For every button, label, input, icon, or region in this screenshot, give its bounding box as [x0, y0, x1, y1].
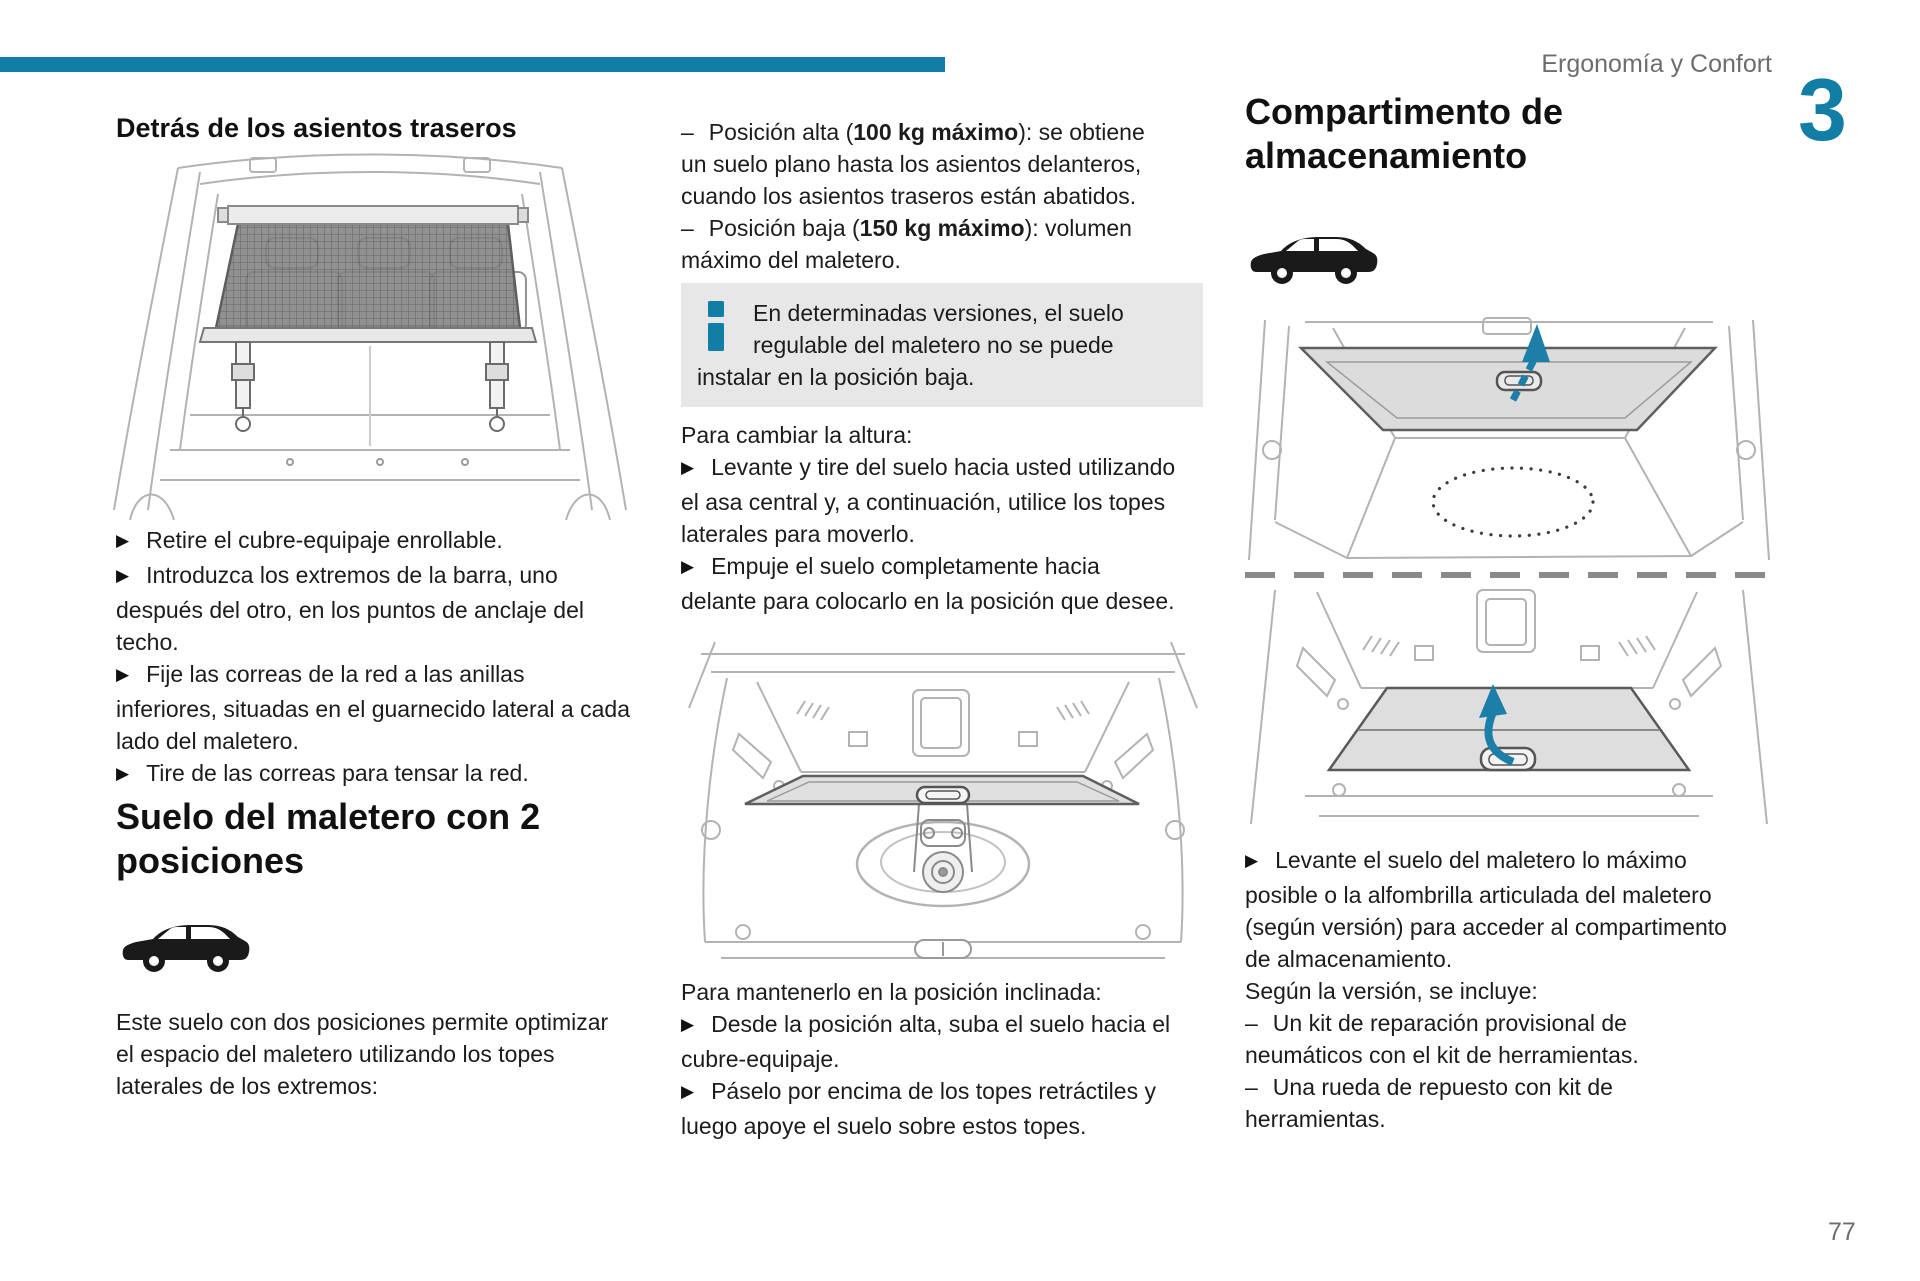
list-item: –Un kit de reparación provisional de neu… [1245, 1007, 1750, 1071]
storage-access-steps: ▶Levante el suelo del maletero lo máximo… [1245, 844, 1750, 1135]
car-suv-icon [1250, 237, 1378, 284]
list-item: –Posición baja (150 kg máximo): volumen … [681, 212, 1176, 276]
info-note-box: En determinadas versiones, el suelo regu… [681, 283, 1203, 407]
list-item: ▶Levante y tire del suelo hacia usted ut… [681, 454, 1176, 547]
keep-inclined-steps: Para mantenerlo en la posición inclinada… [681, 976, 1176, 1142]
heading-behind-rear-seats: Detrás de los asientos traseros [116, 113, 517, 143]
bullet-triangle-icon: ▶ [681, 458, 695, 477]
dash-bullet: – [681, 119, 694, 145]
list-item: ▶Tire de las correas para tensar la red. [116, 757, 631, 792]
dash-bullet: – [1245, 1074, 1258, 1100]
car-suv-icon [122, 925, 250, 972]
two-position-intro: Este suelo con dos posiciones permite op… [116, 1009, 609, 1099]
heading-storage-compartment: Compartimento de almacenamiento [1245, 91, 1564, 176]
bullet-triangle-icon: ▶ [681, 1015, 695, 1034]
bullet-triangle-icon: ▶ [681, 1082, 695, 1101]
boot-floor-spare-wheel-illustration [688, 641, 1198, 959]
list-item: ▶Introduzca los extremos de la barra, un… [116, 562, 584, 655]
accent-bar [0, 57, 945, 72]
info-icon [707, 301, 727, 353]
bullet-triangle-icon: ▶ [1245, 851, 1259, 870]
steps-intro: Para mantenerlo en la posición inclinada… [681, 979, 1102, 1005]
position-list: –Posición alta (100 kg máximo): se obtie… [681, 116, 1176, 276]
lift-arrow-icon [1479, 684, 1515, 766]
page-number: 77 [1828, 1218, 1856, 1246]
list-item: ▶Levante el suelo del maletero lo máximo… [1245, 847, 1727, 972]
boot-floor-lifted-illustration [1248, 317, 1770, 561]
steps-intro: Para cambiar la altura: [681, 422, 913, 448]
heading-two-position-floor: Suelo del maletero con 2 posiciones [116, 796, 541, 881]
dash-bullet: – [1245, 1010, 1258, 1036]
cargo-net-illustration [113, 153, 627, 520]
bullet-triangle-icon: ▶ [116, 764, 130, 783]
cargo-net-steps: ▶Retire el cubre-equipaje enrollable. ▶I… [116, 524, 631, 792]
bullet-triangle-icon: ▶ [116, 566, 130, 585]
info-note-text: En determinadas versiones, el suelo regu… [697, 300, 1124, 390]
list-item: –Una rueda de repuesto con kit de herram… [1245, 1071, 1750, 1135]
bullet-triangle-icon: ▶ [116, 665, 130, 684]
list-item: ▶Desde la posición alta, suba el suelo h… [681, 1011, 1171, 1072]
dashed-separator [1245, 572, 1773, 578]
bullet-triangle-icon: ▶ [681, 557, 695, 576]
list-item: ▶Retire el cubre-equipaje enrollable. [116, 524, 631, 559]
chapter-number: 3 [1798, 60, 1847, 159]
version-intro: Según la versión, se incluye: [1245, 978, 1538, 1004]
boot-floor-flat-illustration [1250, 589, 1768, 825]
lift-arrow-icon [1509, 324, 1550, 402]
change-height-steps: Para cambiar la altura: ▶Levante y tire … [681, 419, 1176, 617]
bullet-triangle-icon: ▶ [116, 531, 130, 550]
dash-bullet: – [681, 215, 694, 241]
list-item: ▶Empuje el suelo completamente hacia del… [681, 553, 1175, 614]
list-item: ▶Fije las correas de la red a las anilla… [116, 661, 630, 754]
list-item: ▶Páselo por encima de los topes retrácti… [681, 1078, 1156, 1139]
section-title: Ergonomía y Confort [1541, 50, 1772, 78]
list-item: –Posición alta (100 kg máximo): se obtie… [681, 116, 1176, 212]
